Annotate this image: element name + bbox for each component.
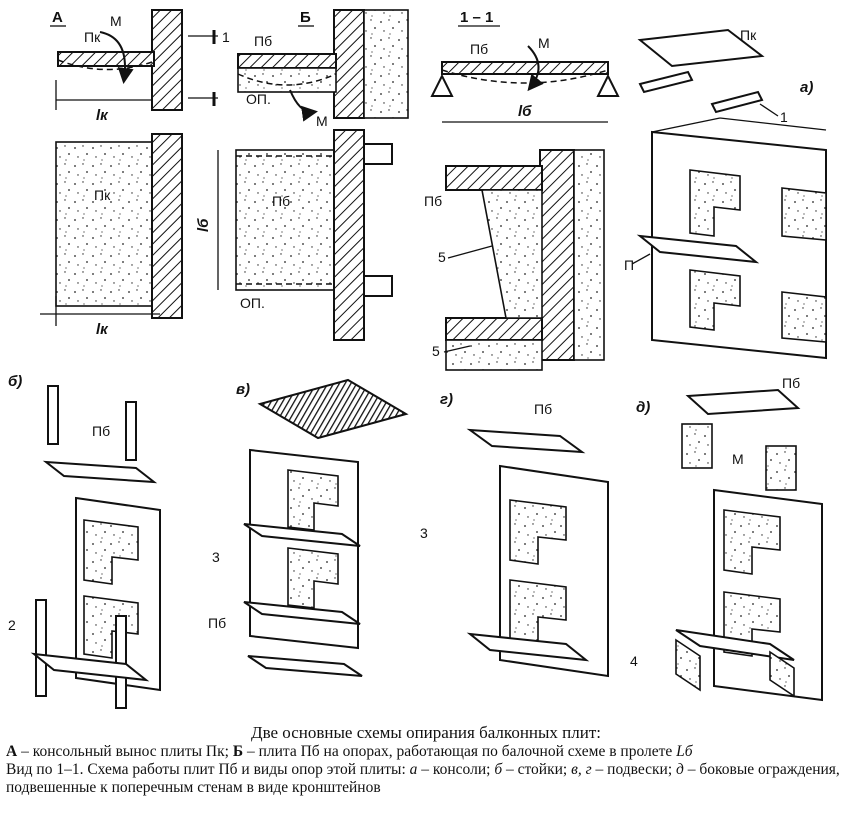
callout-5-lower: 5: [432, 343, 440, 359]
panel-v-hangers: в) 3 Пб: [208, 378, 409, 677]
callout-5-upper: 5: [438, 249, 446, 265]
panel-g-hangers: г) Пб 3: [420, 391, 609, 678]
brackets-slab-pb: Пб: [782, 375, 800, 391]
caption-text-b: – плита Пб на опорах, работающая по бало…: [243, 743, 677, 760]
callout-3-v: 3: [212, 549, 220, 565]
caption-text-vb: – стойки;: [502, 761, 572, 778]
caption-key-vd: д: [676, 761, 684, 778]
console-label-p: П: [624, 257, 634, 273]
plan-span-lb: lб: [195, 218, 212, 232]
section-label-a: А: [52, 9, 63, 26]
caption-title: Две основные схемы опирания балконных пл…: [250, 723, 602, 742]
hangers-slab-pb: Пб: [208, 615, 226, 631]
caption-key-vvg: в, г: [571, 761, 592, 778]
panel-a-consoles: а) Пк 1 П: [624, 27, 827, 360]
section-moment: М: [538, 35, 550, 51]
console-slab-pk: Пк: [740, 27, 757, 43]
callout-4: 4: [630, 653, 638, 669]
caption-line-variants: Вид по 1–1. Схема работы плит Пб и виды …: [6, 761, 846, 797]
hangers-g-slab-pb: Пб: [534, 401, 552, 417]
section-label-pb: Пб: [470, 41, 488, 57]
panel-b-posts: б) Пб 2: [8, 373, 161, 709]
variant-label-a: а): [800, 79, 813, 96]
variant-label-d: д): [636, 399, 650, 416]
plan-label-pk: Пк: [94, 187, 111, 203]
lower-label-pb: Пб: [424, 193, 442, 209]
caption-key-b: Б: [232, 743, 244, 760]
moment-label-b: М: [316, 113, 328, 129]
caption-line3: Вид по 1–1. Схема работы плит Пб и виды …: [6, 761, 410, 778]
balcony-schemes-figure: А Пк М lк 1 Пк lк Б Пб ОП.: [8, 9, 827, 709]
posts-slab-pb: Пб: [92, 423, 110, 439]
figure-caption: Две основные схемы опирания балконных пл…: [6, 724, 846, 797]
variant-label-g: г): [440, 391, 453, 408]
caption-text-a: – консольный вынос плиты Пк;: [17, 743, 233, 760]
caption-text-vvg: – подвески;: [591, 761, 677, 778]
plan-label-pb: Пб: [272, 193, 290, 209]
panel-a-cantilever: А Пк М lк 1 Пк lк: [40, 9, 230, 338]
callout-2: 2: [8, 617, 16, 633]
panel-section-1-1: 1 – 1 Пб М lб Пб 5 5: [424, 9, 620, 371]
caption-text-va: – консоли;: [417, 761, 495, 778]
support-label-op: ОП.: [246, 91, 271, 107]
variant-label-v: в): [236, 381, 250, 398]
variant-label-b: б): [8, 373, 22, 390]
caption-key-a: А: [6, 743, 18, 760]
panel-d-brackets: д) Пб М 4: [630, 375, 823, 702]
section-mark-1: 1: [222, 29, 230, 45]
caption-text-vd: – боковые ограждения, подвешенные к попе…: [6, 761, 840, 796]
slab-label-pb: Пб: [254, 33, 272, 49]
section-span-lb: lб: [518, 103, 532, 120]
plan-span-lk: lк: [96, 321, 109, 338]
plan-support-op: ОП.: [240, 295, 265, 311]
caption-line-ab: А – консольный вынос плиты Пк; Б – плита…: [6, 743, 846, 761]
callout-3-g: 3: [420, 525, 428, 541]
caption-key-vb: б: [494, 761, 503, 778]
caption-span: Lб: [676, 743, 693, 760]
span-label-lk: lк: [96, 107, 109, 124]
slab-label-pk: Пк: [84, 29, 101, 45]
caption-key-va: а: [409, 761, 418, 778]
section-label-b: Б: [300, 9, 311, 26]
panel-b-beam: Б Пб ОП. М Пб ОП. lб: [195, 9, 409, 341]
callout-1: 1: [780, 109, 788, 125]
section-label-11: 1 – 1: [460, 9, 493, 26]
moment-label: М: [110, 13, 122, 29]
brackets-moment: М: [732, 451, 744, 467]
